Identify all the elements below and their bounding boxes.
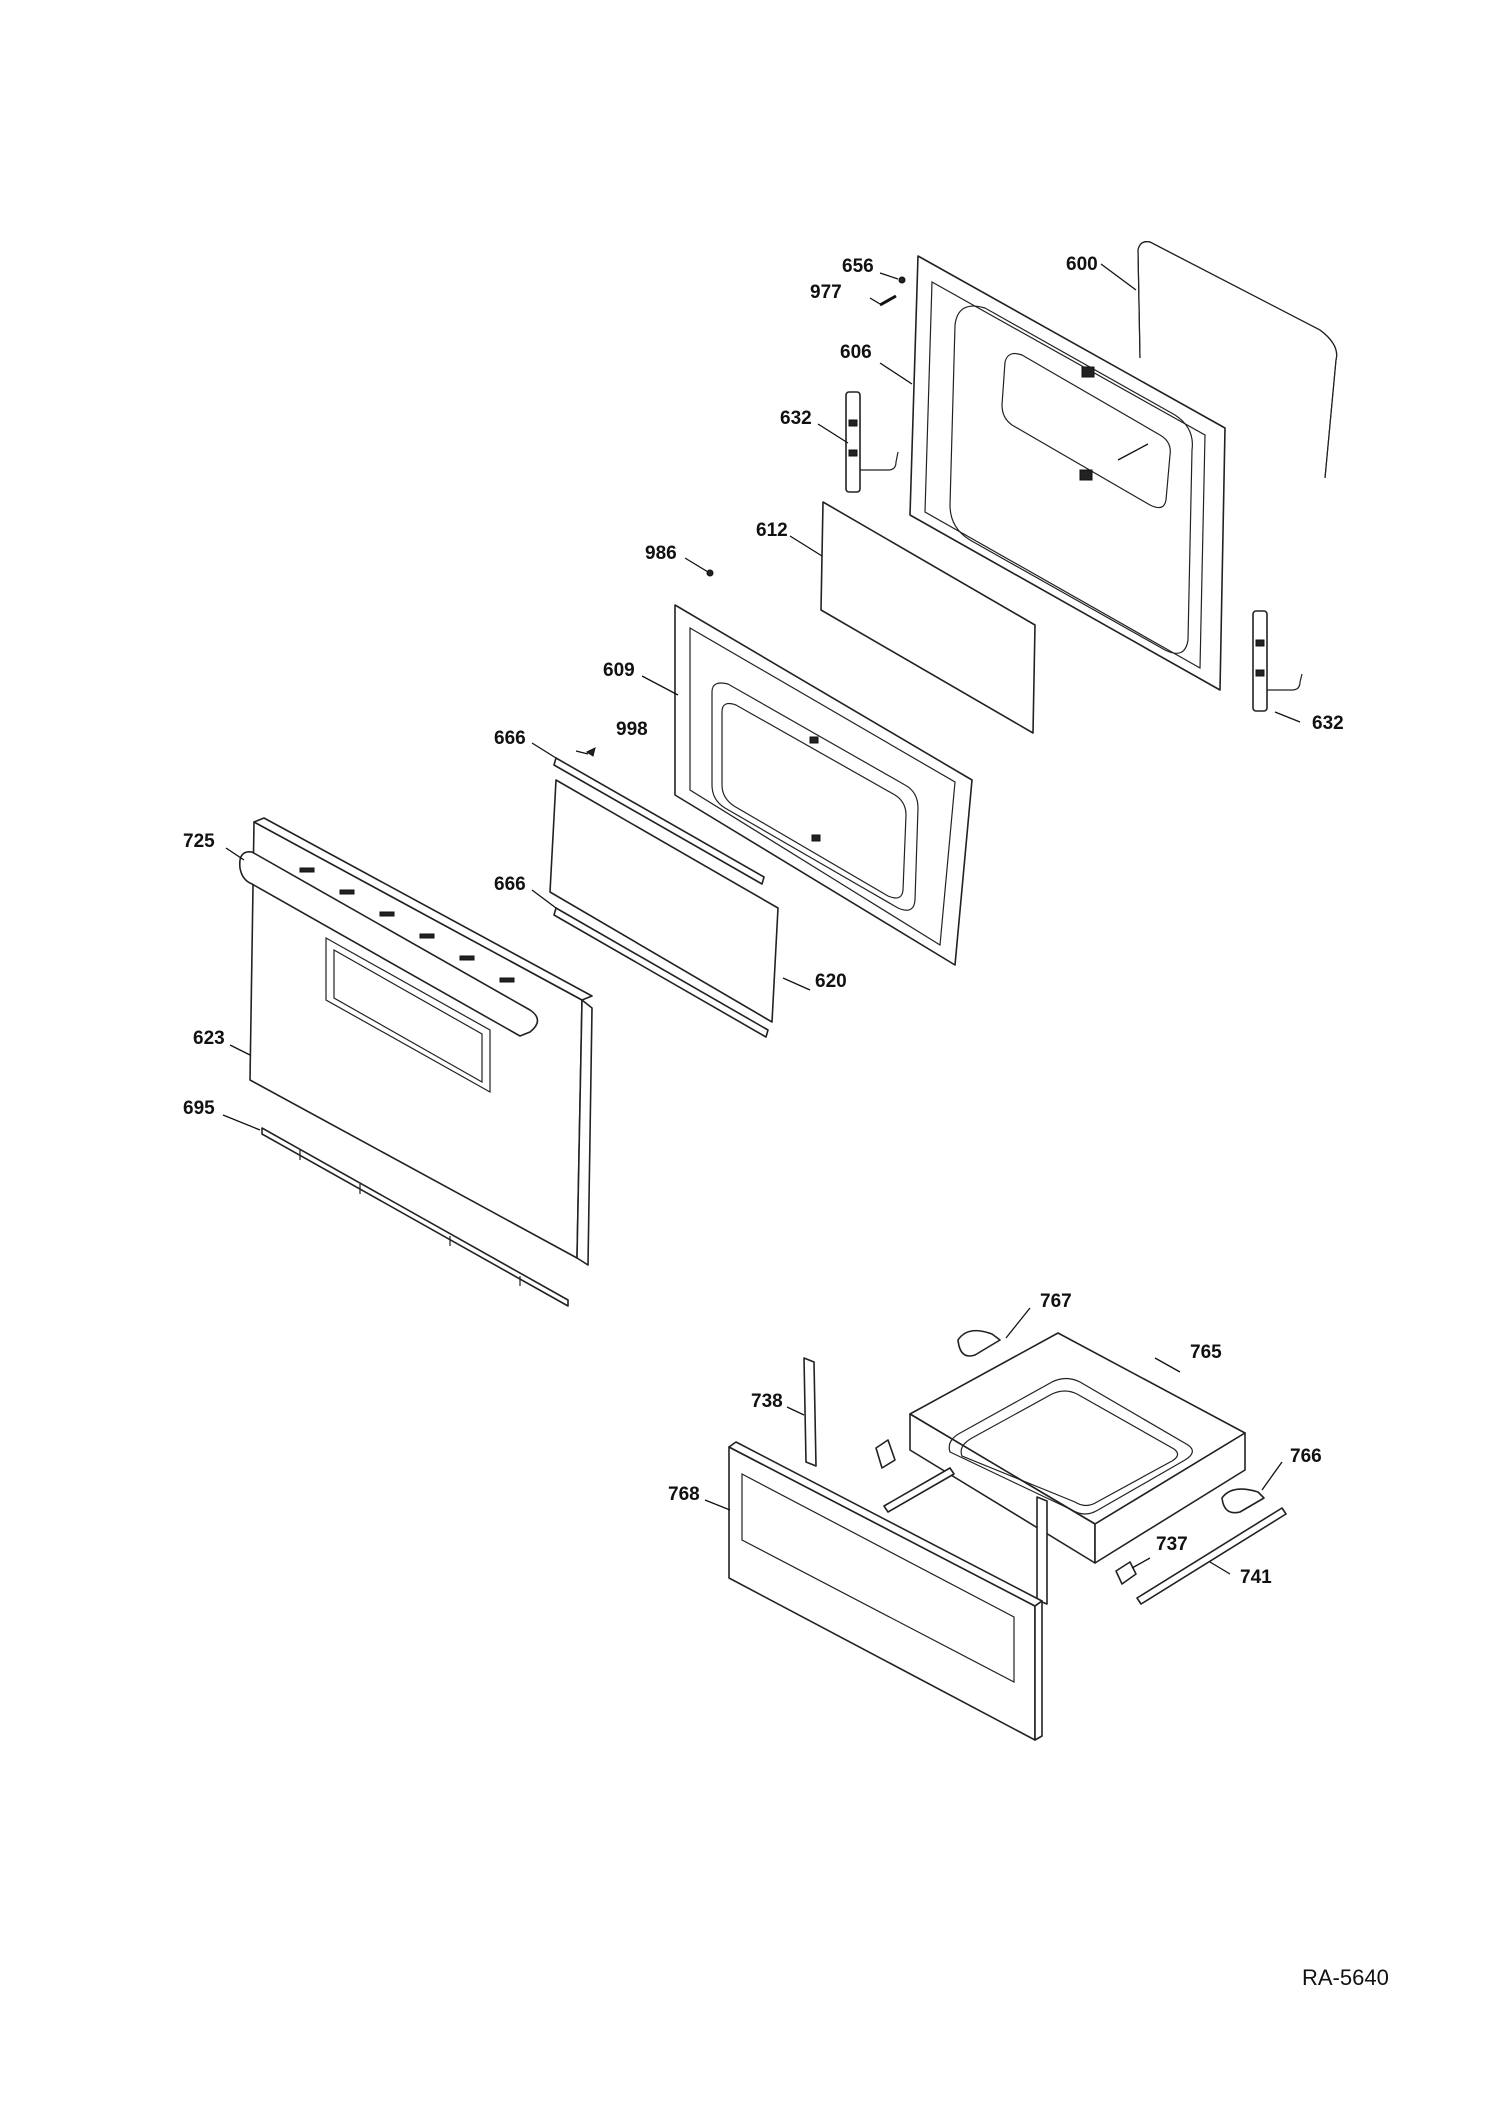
drawer-stop-737-part [1115,1561,1137,1585]
callout-725: 725 [183,831,215,852]
callout-labels: 600 656 977 606 632 612 986 609 998 666 … [183,254,1344,1588]
callout-737: 737 [1156,1534,1188,1555]
callout-609: 609 [603,660,635,681]
drawer-front-part [728,1441,1043,1741]
door-handle-part [238,851,539,1037]
drawer-body-part [909,1332,1246,1564]
callout-606: 606 [840,342,872,363]
diagram-reference-number: RA-5640 [1302,1965,1389,1990]
callout-768: 768 [668,1484,700,1505]
callout-977: 977 [810,282,842,303]
callout-767: 767 [1040,1291,1072,1312]
callout-998: 998 [616,719,648,740]
callout-620: 620 [815,971,847,992]
callout-695: 695 [183,1098,215,1119]
callout-741: 741 [1240,1567,1272,1588]
drawer-glide-766-part [1221,1488,1265,1514]
door-gasket-part [1137,241,1338,479]
drawer-stop-left-part [875,1439,896,1469]
callout-632-right: 632 [1312,713,1344,734]
callout-612: 612 [756,520,788,541]
drawer-rail-left-part [883,1467,955,1513]
callout-623: 623 [193,1028,225,1049]
callout-666-bottom: 666 [494,874,526,895]
drawer-glide-767-part [957,1329,1001,1357]
screw-998-part [586,747,596,757]
drawer-rail-front-part [1036,1496,1048,1605]
glass-holder-top-part [553,757,765,885]
callout-632-left: 632 [780,408,812,429]
leader-lines [222,263,1301,1575]
callout-600: 600 [1066,254,1098,275]
inner-door-panel-part [909,255,1226,691]
callout-666-top: 666 [494,728,526,749]
glass-panel-612-part [820,501,1036,734]
callout-656: 656 [842,256,874,277]
door-liner-part [674,604,973,966]
outer-door-part [249,817,593,1266]
hinge-right-part [1252,610,1303,712]
bottom-trim-part [261,1127,569,1307]
screw-977-part [879,294,897,307]
drawer-rail-738-part [803,1357,817,1467]
callout-986: 986 [645,543,677,564]
clip-986-part [706,569,714,577]
callout-738: 738 [751,1391,783,1412]
glass-holder-bottom-part [553,907,769,1038]
callout-765: 765 [1190,1342,1222,1363]
callout-766: 766 [1290,1446,1322,1467]
hinge-left-part [845,391,899,493]
screw-656-part [898,276,906,284]
drawer-rail-741-part [1136,1507,1287,1605]
inner-glass-620-part [549,779,779,1023]
